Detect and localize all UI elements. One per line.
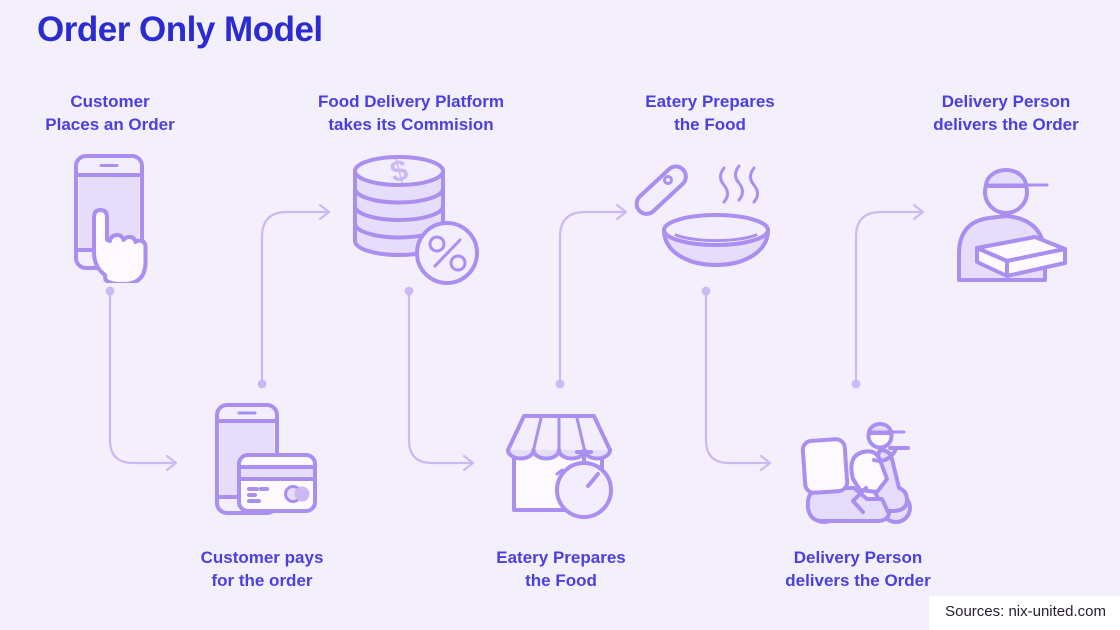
step-customer-pays: Customer pays for the order <box>147 398 377 592</box>
scooter-courier-icon <box>800 422 912 524</box>
coins-percent-icon: $ <box>353 153 479 285</box>
step-platform-commission: Food Delivery Platform takes its Commisi… <box>296 90 526 288</box>
step-courier-delivers: Delivery Person delivers the Order <box>891 90 1120 288</box>
step-customer-places-order: Customer Places an Order <box>0 90 225 288</box>
page-title: Order Only Model <box>37 10 323 49</box>
step-scooter-delivery: Delivery Person delivers the Order <box>743 398 973 592</box>
step-eatery-prepares: Eatery Prepares the Food <box>446 398 676 592</box>
step-label: Eatery Prepares the Food <box>496 548 626 590</box>
source-credit: Sources: nix-united.com <box>929 596 1120 630</box>
step-label: Customer Places an Order <box>45 92 175 134</box>
step-label: Customer pays for the order <box>200 548 324 590</box>
phone-tap-icon <box>74 154 148 283</box>
step-eatery-cooks: Eatery Prepares the Food <box>595 90 825 288</box>
step-label: Food Delivery Platform takes its Commisi… <box>317 92 505 134</box>
step-label: Eatery Prepares the Food <box>645 92 775 134</box>
step-label: Delivery Person delivers the Order <box>785 548 931 590</box>
storefront-timer-icon <box>506 414 613 519</box>
frying-pan-icon <box>634 164 770 267</box>
step-label: Delivery Person delivers the Order <box>933 92 1079 134</box>
courier-box-icon <box>957 168 1067 282</box>
phone-card-icon <box>215 403 317 515</box>
